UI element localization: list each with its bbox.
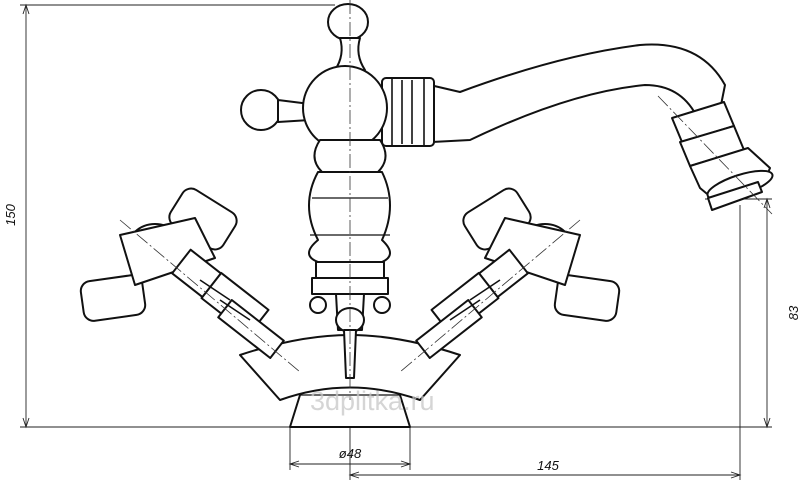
spout-reach-label: 145 <box>537 458 559 473</box>
central-column <box>240 0 391 400</box>
base-diameter-label: ø48 <box>339 446 362 461</box>
swivel-spout <box>381 43 774 215</box>
overall-height-label: 150 <box>3 203 18 225</box>
left-cross-handle <box>79 187 301 373</box>
spout-outlet-height-label: 83 <box>786 305 800 320</box>
watermark: 3dplitka.ru <box>310 386 435 416</box>
right-cross-handle <box>399 187 621 373</box>
